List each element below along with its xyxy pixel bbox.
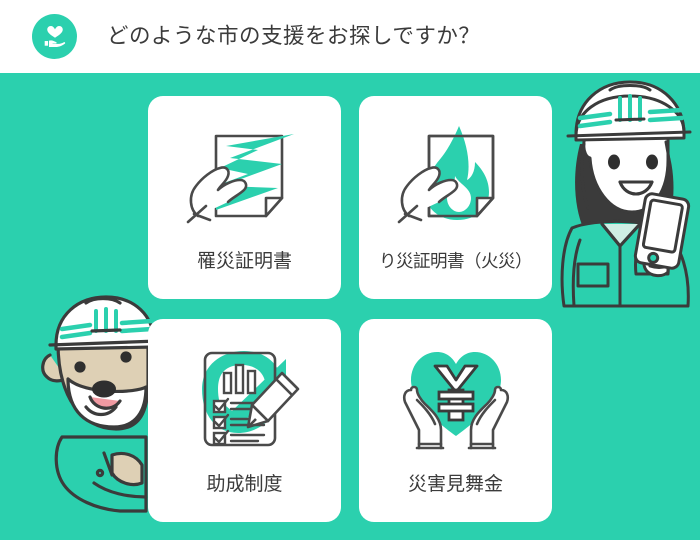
- page-header: どのような市の支援をお探しですか？: [0, 0, 700, 73]
- service-card-risai-shomeisho[interactable]: 罹災証明書: [148, 96, 341, 299]
- checklist-pencil-check-icon: [183, 343, 307, 455]
- hardhat-woman-with-smartphone-illustration: [558, 78, 700, 308]
- heart-in-hand-icon: [32, 14, 77, 59]
- page-title: どのような市の支援をお探しですか？: [107, 23, 481, 48]
- service-card-label: 罹災証明書: [196, 251, 292, 272]
- hardhat-dog-mascot-illustration: [16, 287, 164, 527]
- content-stage: 罹災証明書: [0, 73, 700, 540]
- service-card-label: 助成制度: [206, 474, 283, 495]
- service-card-josei-seido[interactable]: 助成制度: [148, 319, 341, 522]
- service-card-label: り災証明書（火災）: [379, 251, 533, 271]
- service-card-label: 災害見舞金: [407, 474, 503, 495]
- hands-heart-yen-icon: [394, 343, 518, 455]
- hand-document-fire-icon: [394, 120, 518, 232]
- hand-document-earthquake-icon: [183, 120, 307, 232]
- service-card-risai-shomeisho-kasai[interactable]: り災証明書（火災）: [359, 96, 552, 299]
- service-card-saigai-mimaikin[interactable]: 災害見舞金: [359, 319, 552, 522]
- service-card-grid: 罹災証明書: [148, 96, 552, 525]
